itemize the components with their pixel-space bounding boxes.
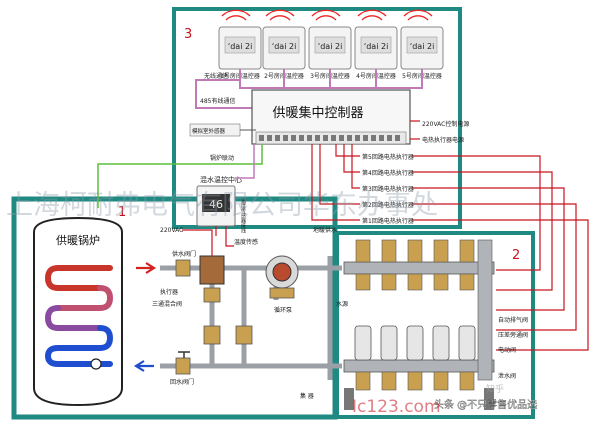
return-valve	[175, 357, 191, 375]
boiler-link-label: 锅炉联动	[210, 154, 234, 162]
manifold	[343, 239, 495, 410]
controller-title: 供暖集中控制器	[272, 105, 363, 121]
supply-arrow-icon	[136, 262, 157, 274]
central-controller: 供暖集中控制器	[251, 89, 411, 145]
mixing-center-display: 46	[209, 198, 223, 211]
mixing-wires	[215, 226, 234, 247]
supply-valve-label: 供水阀门	[172, 250, 196, 258]
faint-watermark: 知乎	[486, 383, 504, 395]
manifold-stand-label: 集 器	[300, 392, 314, 400]
mixing-center: 46 混水温控中心 温度传感器接线	[196, 175, 246, 233]
actuator-label: 执行器	[160, 288, 178, 296]
circulation-pump-label: 循环泵	[274, 306, 292, 314]
drain-valve-label: 泄水阀	[498, 372, 516, 380]
wireless-label: 无线通信	[204, 72, 228, 80]
actuator-4-label: 第4回路电热执行器	[362, 169, 414, 177]
boiler-link-wire	[97, 144, 263, 208]
zone2-number: 2	[512, 248, 520, 263]
actuator-1-label: 第1回路电热执行器	[362, 217, 414, 225]
thermostat-3-screen: ‘dai 2i	[318, 42, 343, 51]
thermostat-5-screen: ‘dai 2i	[410, 42, 435, 51]
water-in-label: 水源	[336, 300, 348, 308]
mixing-center-label: 混水温控中心	[200, 175, 242, 184]
auto-vent-label: 自动排气阀	[498, 316, 528, 324]
zone3-frame	[172, 7, 462, 229]
power-220-controller-label: 220VAC控制电源	[422, 120, 469, 128]
company-watermark: 上海柯耐弗电气有限公司华东办事处	[6, 190, 438, 221]
boiler-coil	[44, 265, 114, 367]
return-arrow-icon	[133, 360, 154, 372]
actuator-3-label: 第3回路电热执行器	[362, 185, 414, 193]
power-220-left-label: 220VAC	[160, 227, 183, 234]
actuator-5-label: 第5回路电热执行器	[362, 153, 414, 161]
three-way-valve	[203, 287, 221, 303]
mixing-center-sub: 温度传感器接线	[240, 197, 246, 233]
site-watermark: Ic123.com	[352, 397, 441, 417]
supply-valve	[175, 259, 191, 277]
thermostat-1-screen: ‘dai 2i	[228, 42, 253, 51]
lower-fitting-2	[235, 325, 253, 345]
elec-valve-label: 电动阀	[498, 346, 516, 354]
power-220-left-wire	[182, 229, 213, 256]
actuator-box	[199, 255, 225, 285]
thermostat-4-screen: ‘dai 2i	[364, 42, 389, 51]
bus-label: 485有线通信	[200, 97, 235, 105]
bus-to-mixing	[235, 144, 255, 179]
actuator-2-label: 第2回路电热执行器	[362, 201, 414, 209]
zone2-frame	[335, 231, 535, 419]
three-way-valve-label: 三通混合阀	[152, 300, 182, 308]
diff-bypass-label: 压差旁通阀	[498, 331, 528, 339]
actuator-wires	[311, 144, 589, 351]
lower-fitting-1	[203, 325, 221, 345]
zone3-number: 3	[184, 27, 192, 42]
return-valve-label: 回水阀门	[170, 378, 194, 386]
outdoor-sensor-label: 模拟室外感器	[192, 127, 226, 135]
actuator-power-label: 电热执行器电源	[422, 136, 464, 144]
boiler: 供暖锅炉	[33, 216, 123, 407]
temp-sensor-probe-label: 温度传感	[234, 238, 258, 246]
boiler-label: 供暖锅炉	[56, 233, 100, 247]
footer-watermark: 头条 @不只零售优品选	[434, 398, 537, 411]
thermostat-2-screen: ‘dai 2i	[272, 42, 297, 51]
floor-supply-label: 地暖供水	[313, 226, 337, 234]
communication-bus	[195, 69, 423, 109]
boiler-pump-icon	[90, 358, 102, 370]
zone1-number: 1	[118, 205, 126, 220]
circulation-pump	[265, 255, 299, 299]
valve-handle-icon	[178, 351, 190, 358]
